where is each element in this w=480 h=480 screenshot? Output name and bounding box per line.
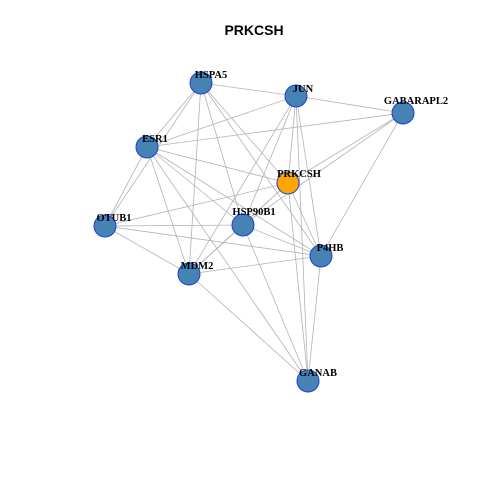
edge-prkcsh-otub1: [104, 182, 289, 227]
node-jun[interactable]: [284, 84, 308, 108]
node-hspa5[interactable]: [189, 71, 213, 95]
edge-hspa5-prkcsh: [200, 82, 289, 184]
edge-esr1-p4hb: [146, 146, 322, 257]
edge-hspa5-esr1: [146, 82, 202, 148]
edge-otub1-hsp90b1: [104, 224, 244, 227]
edge-esr1-prkcsh: [146, 146, 289, 184]
node-label-jun: JUN: [293, 84, 314, 95]
node-p4hb[interactable]: [309, 244, 333, 268]
node-label-ganab: GANAB: [299, 368, 337, 379]
edge-p4hb-ganab: [307, 255, 322, 382]
node-label-p4hb: P4HB: [317, 243, 344, 254]
edge-jun-prkcsh: [287, 95, 297, 184]
edge-jun-p4hb: [295, 95, 322, 257]
edge-hspa5-jun: [200, 82, 297, 97]
edge-jun-hsp90b1: [242, 95, 297, 226]
diagram-title: PRKCSH: [224, 22, 283, 38]
edge-hsp90b1-p4hb: [242, 224, 322, 257]
edge-gabarapl2-prkcsh: [287, 112, 404, 184]
node-prkcsh[interactable]: [276, 171, 300, 195]
edge-esr1-mdm2: [146, 146, 190, 275]
edge-hspa5-p4hb: [200, 82, 322, 257]
edge-jun-esr1: [146, 95, 297, 148]
edge-jun-ganab: [295, 95, 309, 382]
edge-esr1-hsp90b1: [146, 146, 244, 226]
node-label-hsp90b1: HSP90B1: [232, 207, 275, 218]
edge-gabarapl2-esr1: [146, 112, 404, 148]
edge-hspa5-hsp90b1: [200, 82, 244, 226]
edge-prkcsh-ganab: [287, 182, 309, 382]
edge-mdm2-ganab: [188, 273, 309, 382]
node-otub1[interactable]: [93, 214, 117, 238]
node-gabarapl2[interactable]: [391, 101, 415, 125]
edge-gabarapl2-p4hb: [320, 112, 404, 257]
node-ganab[interactable]: [296, 369, 320, 393]
edge-hsp90b1-mdm2: [188, 224, 244, 275]
edge-jun-mdm2: [188, 95, 297, 275]
node-label-hspa5: HSPA5: [195, 70, 227, 81]
node-label-otub1: OTUB1: [96, 213, 131, 224]
edge-otub1-p4hb: [104, 225, 322, 257]
edge-prkcsh-p4hb: [287, 182, 322, 257]
edge-otub1-mdm2: [104, 225, 190, 275]
node-hsp90b1[interactable]: [231, 213, 255, 237]
edge-hsp90b1-ganab: [242, 224, 309, 382]
node-label-gabarapl2: GABARAPL2: [384, 96, 448, 107]
node-label-mdm2: MDM2: [181, 261, 214, 272]
edge-hspa5-mdm2: [188, 82, 202, 275]
edge-mdm2-p4hb: [188, 255, 322, 275]
edge-layer: [104, 82, 404, 382]
edge-gabarapl2-hsp90b1: [242, 112, 404, 226]
node-label-esr1: ESR1: [142, 134, 168, 145]
node-esr1[interactable]: [135, 135, 159, 159]
node-layer: [93, 71, 415, 393]
edge-jun-gabarapl2: [295, 95, 404, 114]
node-mdm2[interactable]: [177, 262, 201, 286]
node-label-prkcsh: PRKCSH: [277, 169, 321, 180]
edge-esr1-ganab: [146, 146, 309, 382]
edge-esr1-otub1: [104, 146, 148, 227]
